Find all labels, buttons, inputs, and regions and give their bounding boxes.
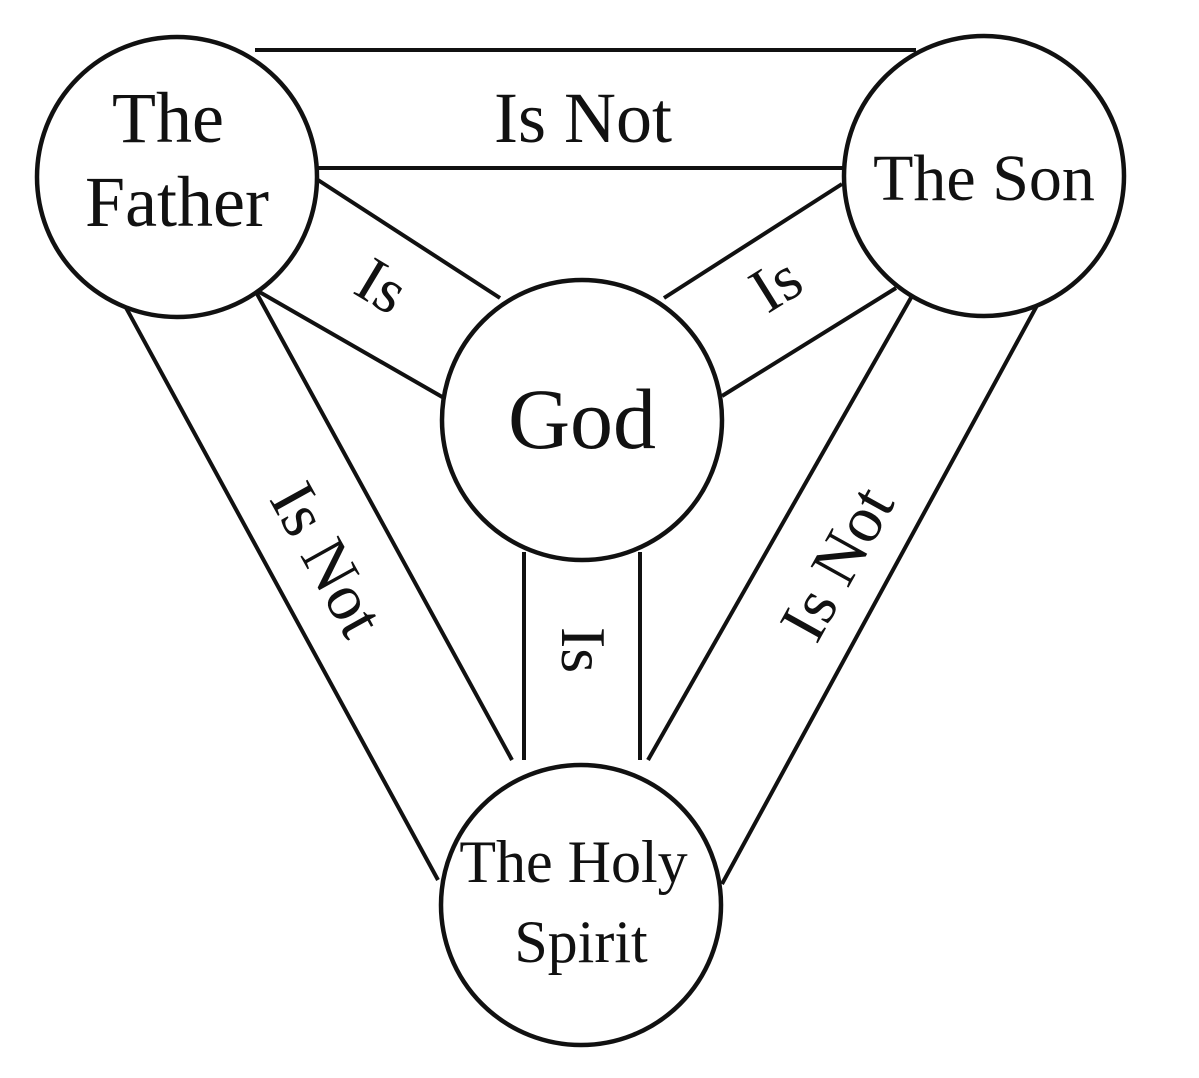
band-son-spirit: [646, 295, 1042, 885]
node-son-label: The Son: [873, 142, 1095, 215]
label-father-god: Is: [344, 243, 420, 328]
node-father: The Father: [34, 34, 320, 320]
band-son-god: [662, 182, 898, 398]
node-spirit-line-2: Spirit: [514, 909, 648, 975]
label-son-spirit: Is Not: [766, 475, 909, 653]
label-son-god: Is: [737, 241, 814, 326]
band-father-son: [255, 48, 916, 170]
svg-text:The Father: The Father: [85, 78, 269, 242]
svg-text:The Holy Spirit: The Holy Spirit: [459, 829, 702, 975]
band-father-god: [255, 178, 502, 400]
node-god: God: [439, 277, 725, 563]
node-son: The Son: [841, 33, 1127, 319]
node-spirit-line-1: The Holy: [459, 829, 687, 895]
label-father-son: Is Not: [494, 78, 672, 158]
node-god-label: God: [508, 371, 656, 467]
node-father-line-1: The: [112, 78, 224, 158]
node-spirit: The Holy Spirit: [438, 762, 724, 1048]
label-father-spirit: Is Not: [255, 471, 398, 649]
label-god-spirit: Is: [548, 627, 619, 673]
band-god-spirit: [522, 552, 642, 760]
band-father-spirit: [122, 291, 514, 881]
node-father-line-2: Father: [85, 162, 269, 242]
